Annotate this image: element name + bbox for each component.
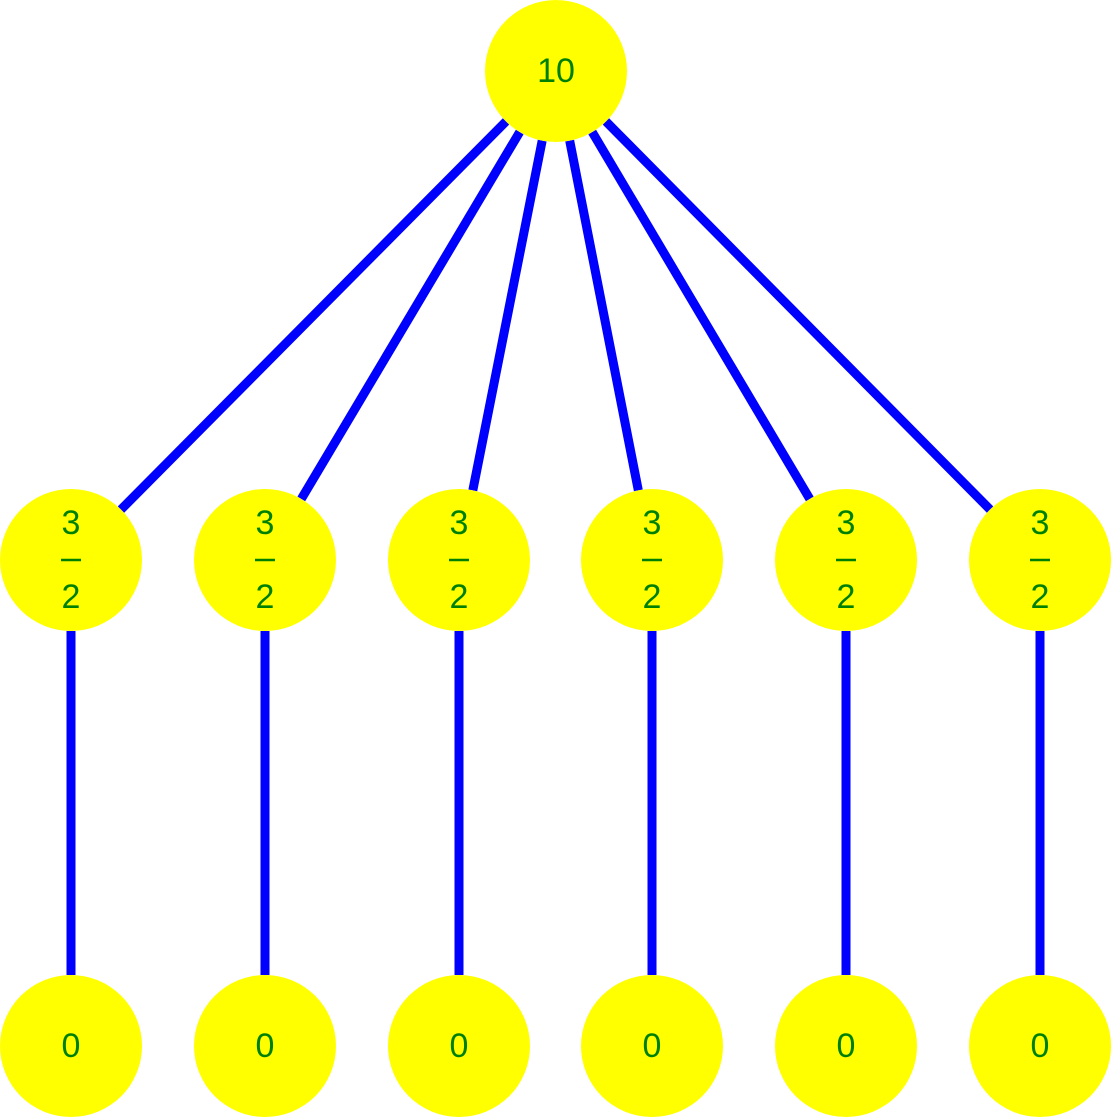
leaf-node-label: 0 [62,1027,81,1065]
middle-node-5: 32 [775,489,917,631]
fraction-denominator: 2 [643,578,662,616]
fraction-denominator: 2 [1031,578,1050,616]
middle-node-2: 32 [194,489,336,631]
leaf-node-label: 0 [643,1027,662,1065]
edge-root-to-middle-3 [468,139,547,492]
fraction-numerator: 3 [837,504,856,542]
fraction-denominator: 2 [62,578,81,616]
leaf-node-6-circle [969,975,1111,1117]
leaf-node-1-circle [0,975,142,1117]
leaf-node-2-circle [194,975,336,1117]
fraction-numerator: 3 [450,504,469,542]
edge-root-to-middle-5 [588,129,814,502]
leaf-node-3: 0 [388,975,530,1117]
edge-root-to-middle-4 [565,139,643,492]
root-node: 10 [485,0,627,142]
leaf-node-2: 0 [194,975,336,1117]
edge-root-to-middle-2 [297,129,524,502]
root-node-circle [485,0,627,142]
leaf-node-label: 0 [450,1027,469,1065]
middle-node-3: 32 [388,489,530,631]
leaf-node-1: 0 [0,975,142,1117]
fraction-numerator: 3 [1031,504,1050,542]
middle-node-6: 32 [969,489,1111,631]
middle-node-1: 32 [0,489,142,631]
fraction-numerator: 3 [256,504,275,542]
fraction-denominator: 2 [256,578,275,616]
fraction-denominator: 2 [837,578,856,616]
fraction-denominator: 2 [450,578,469,616]
leaf-node-label: 0 [256,1027,275,1065]
leaf-node-6: 0 [969,975,1111,1117]
leaf-node-label: 0 [1031,1027,1050,1065]
leaf-node-5: 0 [775,975,917,1117]
leaf-node-5-circle [775,975,917,1117]
leaf-node-4-circle [581,975,723,1117]
fraction-numerator: 3 [62,504,81,542]
middle-node-4: 32 [581,489,723,631]
leaf-node-4: 0 [581,975,723,1117]
edge-root-to-middle-6 [602,118,994,513]
edge-root-to-middle-1 [117,118,510,513]
leaf-node-label: 0 [837,1027,856,1065]
fraction-numerator: 3 [643,504,662,542]
leaf-node-3-circle [388,975,530,1117]
root-node-label: 10 [537,52,575,90]
edges-layer [66,118,1045,975]
